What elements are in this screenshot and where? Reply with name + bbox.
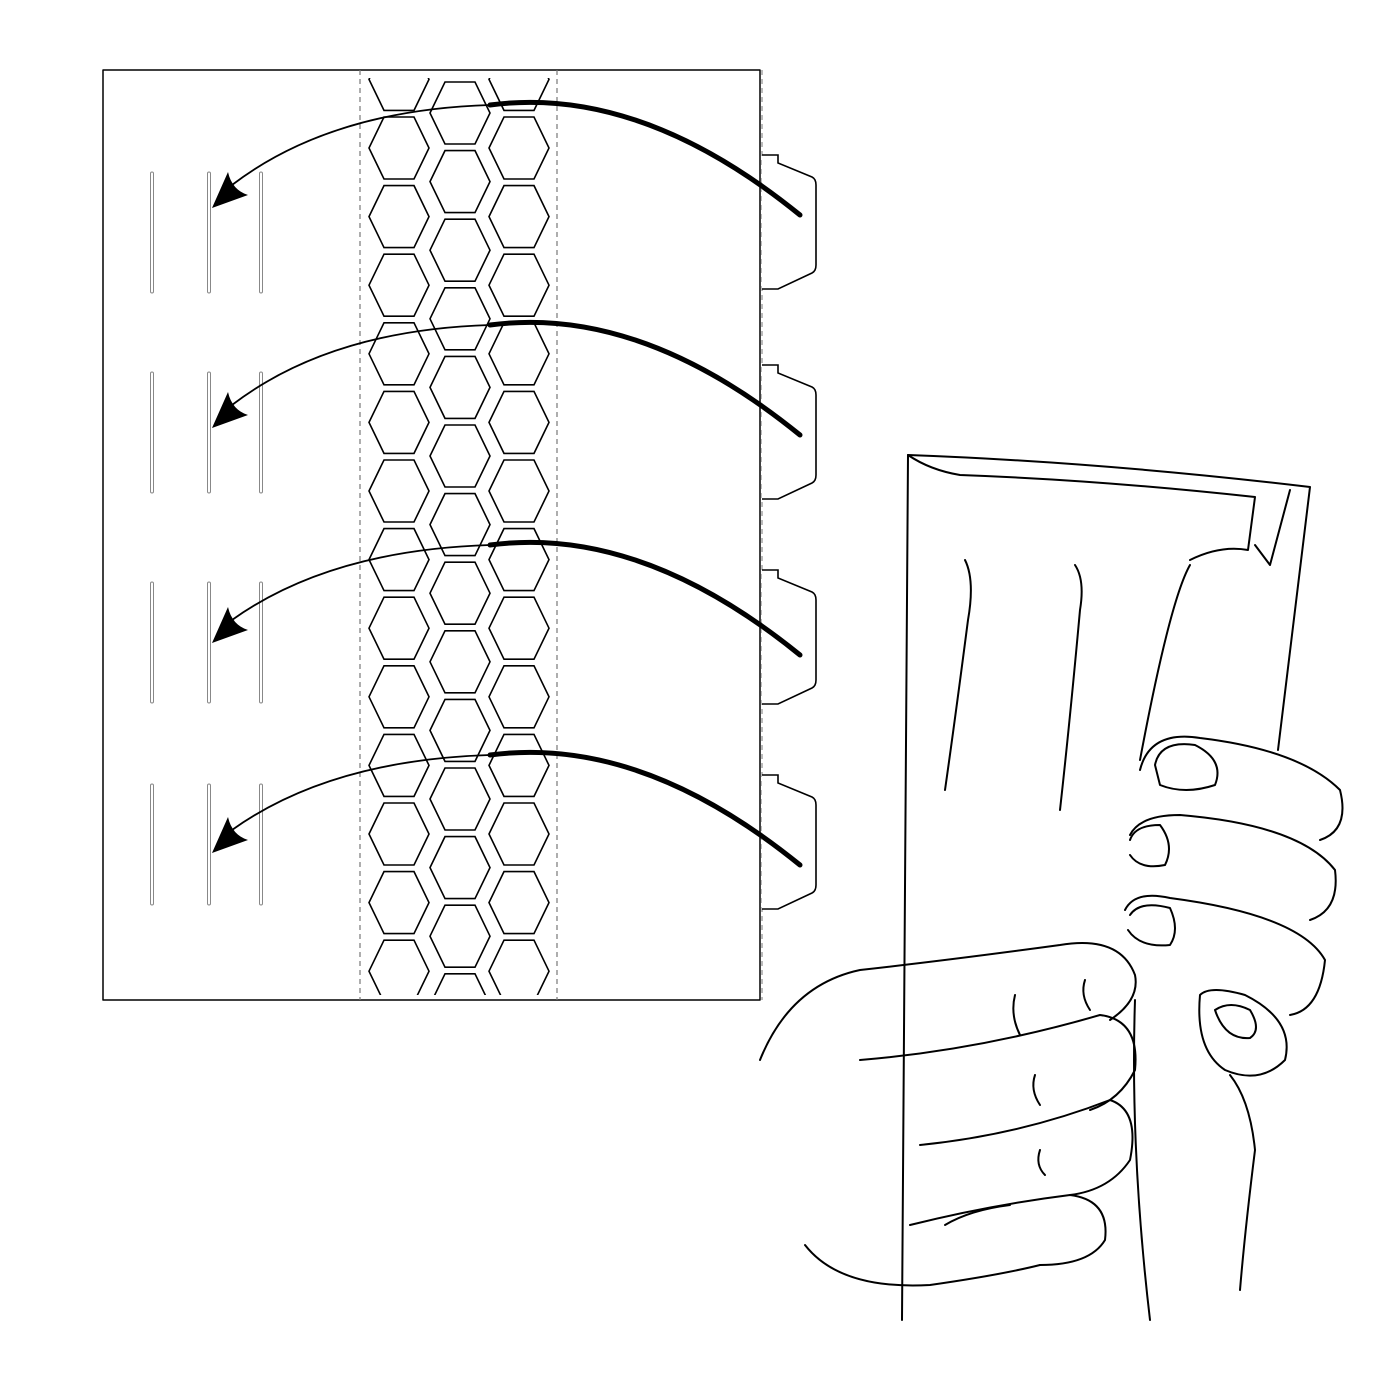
- slit: [150, 783, 154, 906]
- hexagon: [488, 321, 550, 386]
- hexagon: [429, 149, 491, 214]
- hexagon: [488, 78, 550, 112]
- slit: [207, 581, 211, 704]
- tab: [762, 364, 817, 500]
- sheet: [102, 69, 761, 1001]
- arrowhead-icon: [212, 607, 248, 643]
- tab: [762, 774, 817, 910]
- hexagon: [429, 218, 491, 283]
- hexagon: [368, 870, 430, 935]
- hexagon: [489, 1009, 549, 1071]
- hexagon: [429, 835, 491, 900]
- hexagon: [488, 596, 550, 661]
- hexagon: [368, 184, 430, 249]
- arrow-curve: [487, 319, 803, 438]
- hexagon: [368, 596, 430, 661]
- slit: [259, 171, 263, 294]
- arrow-curve: [231, 324, 491, 406]
- tabs: [762, 154, 817, 910]
- tab: [762, 569, 817, 705]
- hexagon: [429, 424, 491, 488]
- slit: [259, 581, 263, 704]
- hexagon: [488, 184, 550, 249]
- hexagon-pattern: [368, 13, 550, 1071]
- hexagon: [488, 390, 550, 455]
- arrow-curve: [231, 104, 491, 186]
- hexagon: [488, 253, 550, 318]
- hexagon: [488, 527, 550, 592]
- left-hand: [759, 942, 1137, 1287]
- hexagon: [368, 459, 430, 523]
- hexagon: [429, 355, 491, 420]
- hexagon: [433, 972, 487, 995]
- slit: [207, 371, 211, 494]
- hexagon: [368, 664, 430, 729]
- hexagon: [429, 767, 491, 831]
- hexagon: [488, 116, 550, 180]
- hexagon: [488, 664, 550, 729]
- hexagon: [368, 802, 430, 866]
- hexagon: [429, 561, 491, 626]
- hexagon: [368, 527, 430, 592]
- hexagon: [368, 116, 430, 180]
- hexagon: [488, 459, 550, 523]
- hexagon: [429, 492, 491, 557]
- arrow-curve: [231, 544, 491, 621]
- hands-holding-folded-sheet: [759, 454, 1344, 1321]
- arrow-curve: [487, 539, 803, 658]
- folded-sheet: [901, 454, 1311, 1321]
- hexagon: [430, 13, 490, 75]
- hexagon: [429, 698, 491, 763]
- hexagon: [429, 286, 491, 351]
- hexagon: [488, 870, 550, 935]
- hexagon: [488, 802, 550, 866]
- right-hand: [1124, 735, 1344, 1077]
- hexagon: [368, 939, 430, 995]
- slit: [150, 581, 154, 704]
- fold-lines: [359, 70, 763, 1000]
- arrowhead-icon: [212, 817, 248, 853]
- hexagon: [488, 733, 550, 798]
- hexagon: [488, 939, 550, 995]
- slit: [150, 171, 154, 294]
- hexagon: [368, 78, 430, 112]
- arrow-curve: [487, 99, 803, 218]
- slit: [150, 371, 154, 494]
- hexagon: [368, 321, 430, 386]
- tab: [762, 154, 817, 290]
- insertion-arrows: [212, 99, 803, 868]
- hexagon: [429, 904, 491, 969]
- slit: [259, 371, 263, 494]
- slit: [207, 783, 211, 906]
- arrow-curve: [487, 749, 803, 868]
- hexagon: [369, 1009, 429, 1071]
- arrowhead-icon: [212, 392, 248, 428]
- hexagon: [368, 253, 430, 318]
- slit: [207, 171, 211, 294]
- slit: [259, 783, 263, 906]
- hexagon: [429, 81, 491, 145]
- hexagon: [368, 733, 430, 798]
- hexagon: [429, 629, 491, 694]
- arrow-curve: [231, 754, 491, 831]
- arrowhead-icon: [212, 172, 248, 208]
- hexagon: [368, 390, 430, 455]
- slits: [150, 171, 263, 906]
